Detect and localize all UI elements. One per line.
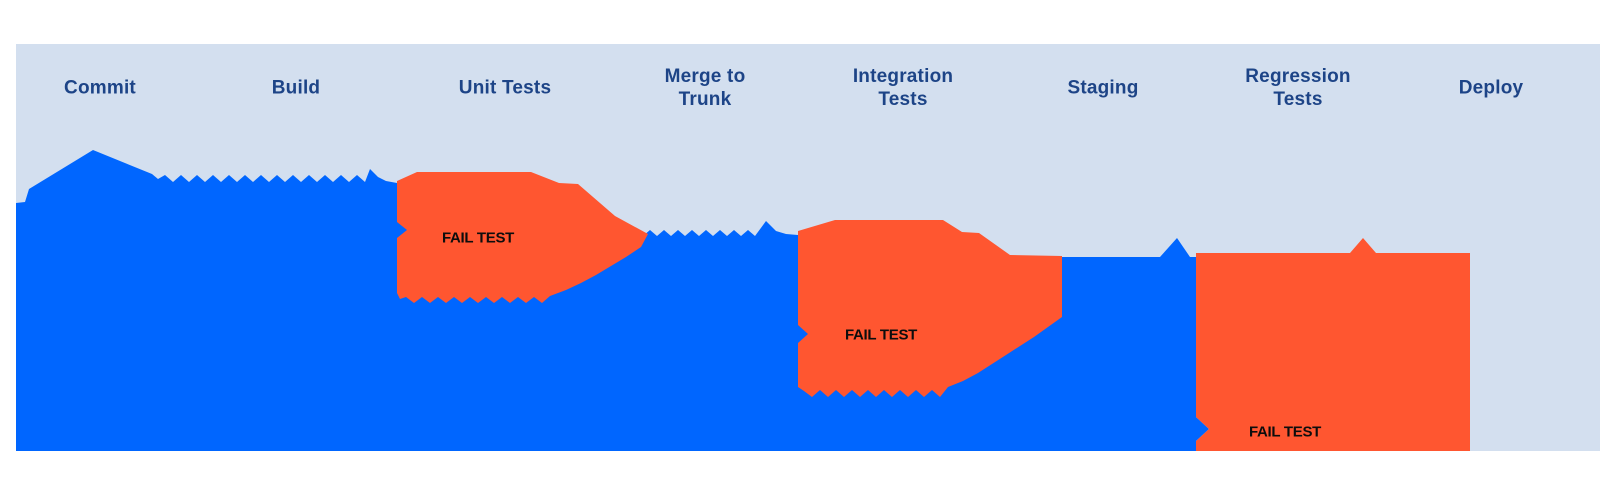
stage-label-integration-tests: Integration Tests — [852, 66, 954, 110]
fail-branch-unit-tests — [397, 172, 648, 303]
fail-branch-regression-tests — [1196, 238, 1470, 451]
stage-label-build: Build — [271, 77, 321, 99]
fail-test-label-unit-tests: FAIL TEST — [441, 229, 515, 247]
fail-test-label-regression-tests: FAIL TEST — [1248, 423, 1322, 441]
fail-test-label-integration-tests: FAIL TEST — [844, 326, 918, 344]
stage-label-unit-tests: Unit Tests — [458, 77, 552, 99]
stage-label-merge-to-trunk: Merge to Trunk — [664, 66, 746, 110]
stage-label-staging: Staging — [1067, 77, 1139, 99]
stage-label-regression-tests: Regression Tests — [1245, 66, 1351, 110]
stage-label-deploy: Deploy — [1458, 77, 1524, 99]
stage-label-commit: Commit — [64, 77, 136, 99]
fail-branch-integration-tests — [798, 220, 1062, 397]
